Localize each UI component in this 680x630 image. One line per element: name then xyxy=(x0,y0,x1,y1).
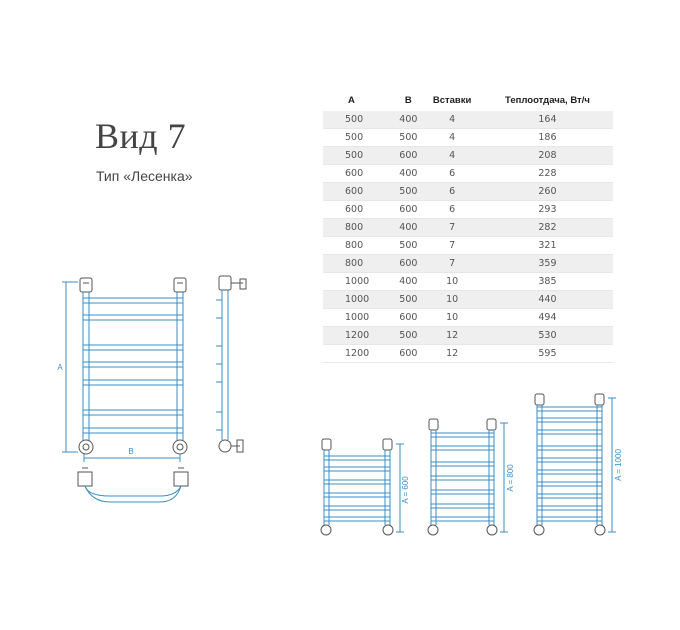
cell-a: 1000 xyxy=(323,272,395,291)
variant-1000-label: A = 1000 xyxy=(614,449,623,481)
variant-600-drawing xyxy=(320,438,404,536)
cell-b: 500 xyxy=(394,128,423,147)
cell-heat-output: 595 xyxy=(481,344,613,363)
cell-inserts: 10 xyxy=(422,308,482,327)
cell-heat-output: 321 xyxy=(481,236,613,255)
cell-a: 800 xyxy=(323,254,395,273)
page-title: Вид 7 xyxy=(95,116,187,156)
cell-a: 800 xyxy=(323,218,395,237)
cell-b: 600 xyxy=(394,200,423,219)
cell-b: 500 xyxy=(394,236,423,255)
table-header-row: A B Вставки Теплоотдача, Вт/ч xyxy=(323,92,613,111)
cell-a: 600 xyxy=(323,200,395,219)
cell-inserts: 4 xyxy=(422,146,482,165)
cell-heat-output: 440 xyxy=(481,290,613,309)
cell-inserts: 4 xyxy=(422,111,482,129)
cell-b: 600 xyxy=(394,254,423,273)
cell-heat-output: 293 xyxy=(481,200,613,219)
cell-inserts: 6 xyxy=(422,164,482,183)
cell-b: 500 xyxy=(394,290,423,309)
cell-heat-output: 530 xyxy=(481,326,613,345)
cell-heat-output: 208 xyxy=(481,146,613,165)
side-view-drawing xyxy=(216,275,247,453)
cell-heat-output: 282 xyxy=(481,218,613,237)
cell-inserts: 10 xyxy=(422,272,482,291)
cell-heat-output: 260 xyxy=(481,182,613,201)
cell-a: 1200 xyxy=(323,344,395,363)
cell-b: 400 xyxy=(394,111,423,129)
cell-a: 500 xyxy=(323,146,395,165)
dimension-a-label: A xyxy=(57,363,63,372)
cell-heat-output: 385 xyxy=(481,272,613,291)
cell-heat-output: 186 xyxy=(481,128,613,147)
cell-b: 500 xyxy=(394,182,423,201)
cell-a: 1200 xyxy=(323,326,395,345)
cell-inserts: 12 xyxy=(422,344,482,363)
cell-inserts: 7 xyxy=(422,254,482,273)
cell-a: 600 xyxy=(323,182,395,201)
cell-inserts: 6 xyxy=(422,182,482,201)
cell-inserts: 6 xyxy=(422,200,482,219)
cell-b: 400 xyxy=(394,218,423,237)
cell-heat-output: 359 xyxy=(481,254,613,273)
cell-a: 500 xyxy=(323,128,395,147)
cell-inserts: 7 xyxy=(422,218,482,237)
variant-800-drawing xyxy=(427,418,508,536)
cell-heat-output: 164 xyxy=(481,111,613,129)
cell-inserts: 4 xyxy=(422,128,482,147)
top-view-drawing xyxy=(77,467,189,503)
header-b: B xyxy=(404,94,412,106)
cell-b: 600 xyxy=(394,308,423,327)
cell-a: 500 xyxy=(323,111,395,129)
cell-a: 1000 xyxy=(323,290,395,309)
cell-b: 600 xyxy=(394,146,423,165)
cell-inserts: 10 xyxy=(422,290,482,309)
header-heat-output: Теплоотдача, Вт/ч xyxy=(505,94,590,106)
cell-heat-output: 228 xyxy=(481,164,613,183)
cell-a: 1000 xyxy=(323,308,395,327)
header-inserts: Вставки xyxy=(432,94,472,106)
dimension-b-label: B xyxy=(128,447,133,456)
cell-inserts: 7 xyxy=(422,236,482,255)
cell-b: 400 xyxy=(394,272,423,291)
cell-b: 600 xyxy=(394,344,423,363)
cell-a: 600 xyxy=(323,164,395,183)
cell-a: 800 xyxy=(323,236,395,255)
cell-b: 500 xyxy=(394,326,423,345)
cell-inserts: 12 xyxy=(422,326,482,345)
variant-600-label: A = 600 xyxy=(401,476,410,504)
page-subtitle: Тип «Лесенка» xyxy=(96,168,193,184)
variant-1000-drawing xyxy=(533,393,616,536)
variant-800-label: A = 800 xyxy=(506,464,515,492)
cell-b: 400 xyxy=(394,164,423,183)
header-a: A xyxy=(348,94,355,106)
cell-heat-output: 494 xyxy=(481,308,613,327)
front-view-drawing xyxy=(62,277,188,462)
